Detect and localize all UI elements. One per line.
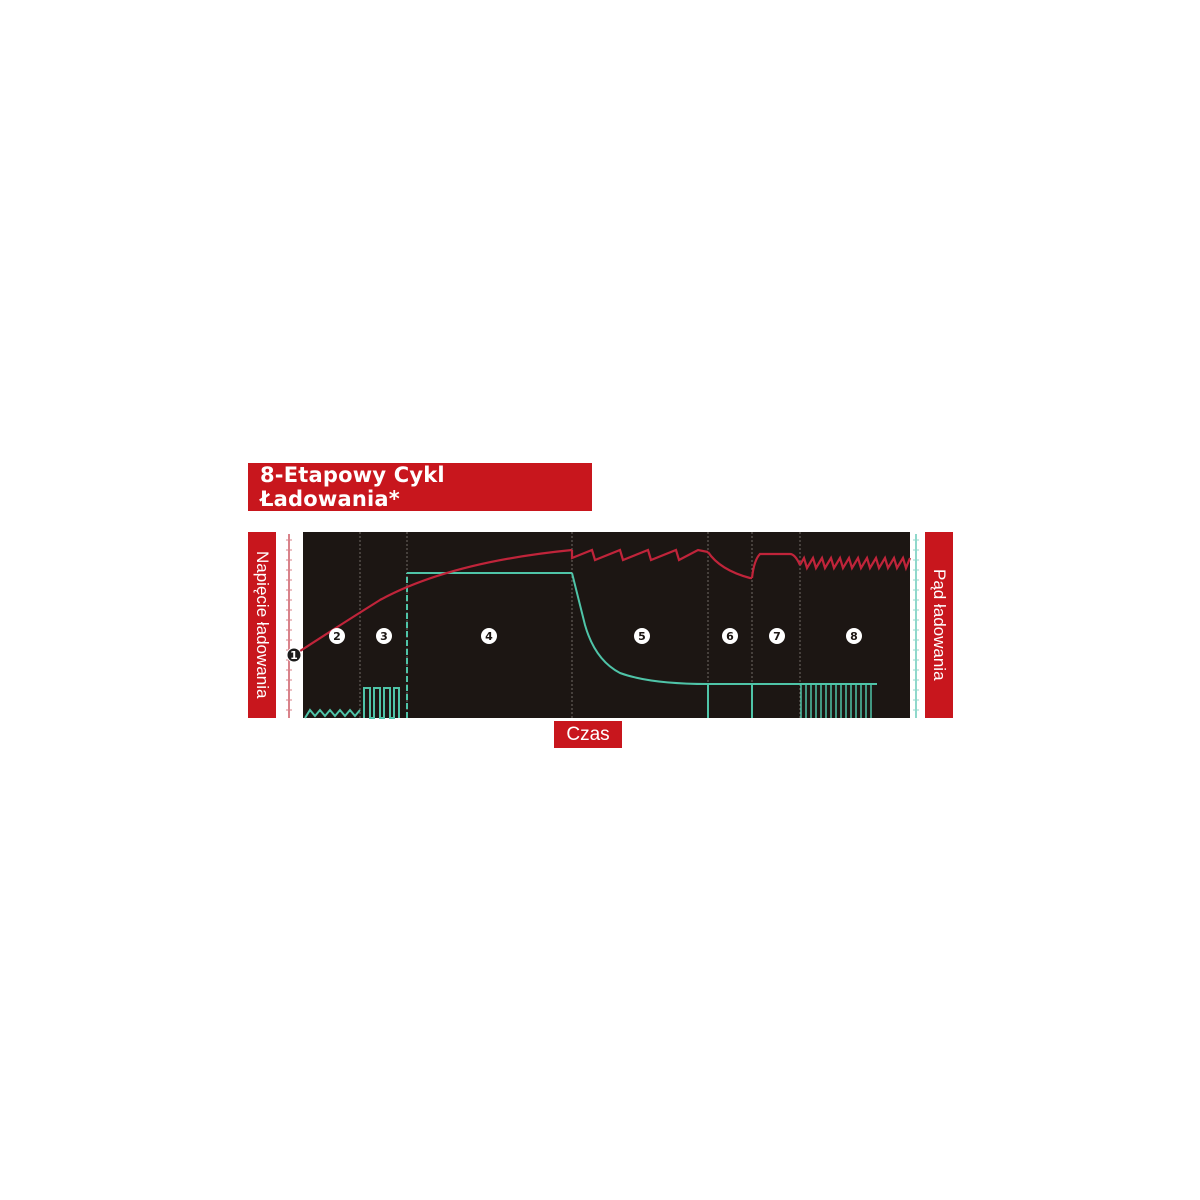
left-axis-label-text: Napięcie ładowania — [253, 551, 272, 699]
right-axis-label: Pąd ładowania — [925, 532, 953, 718]
svg-text:7: 7 — [773, 630, 781, 643]
right-ruler — [913, 534, 919, 718]
svg-text:6: 6 — [726, 630, 734, 643]
svg-text:3: 3 — [380, 630, 388, 643]
stage-badge-8: 8 — [846, 628, 862, 644]
svg-text:4: 4 — [485, 630, 493, 643]
stage-badge-7: 7 — [769, 628, 785, 644]
stage-badges: 1 2 3 4 5 6 7 8 — [286, 628, 862, 663]
voltage-series — [293, 548, 912, 656]
stage-badge-2: 2 — [329, 628, 345, 644]
stage-badge-4: 4 — [481, 628, 497, 644]
svg-text:1: 1 — [290, 649, 298, 662]
left-ruler — [286, 534, 292, 718]
svg-text:8: 8 — [850, 630, 858, 643]
right-axis-label-text: Pąd ładowania — [930, 569, 949, 681]
left-axis-label: Napięcie ładowania — [248, 532, 276, 718]
svg-text:2: 2 — [333, 630, 341, 643]
svg-text:5: 5 — [638, 630, 646, 643]
chart-title: 8-Etapowy Cykl Ładowania* — [248, 463, 592, 511]
x-axis-label: Czas — [554, 721, 622, 748]
stage-badge-6: 6 — [722, 628, 738, 644]
charging-chart: 1 2 3 4 5 6 7 8 — [286, 532, 919, 719]
stage-badge-1: 1 — [286, 647, 302, 663]
current-series — [304, 572, 877, 719]
stage-badge-5: 5 — [634, 628, 650, 644]
stage-badge-3: 3 — [376, 628, 392, 644]
